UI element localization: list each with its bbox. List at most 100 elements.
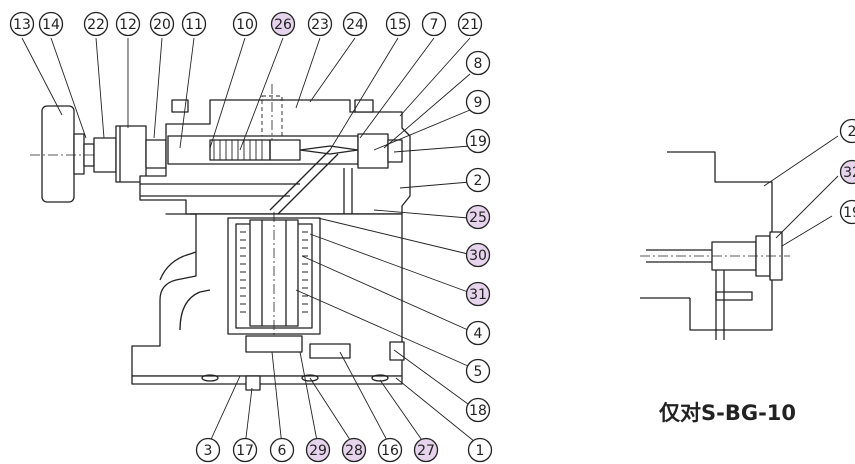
- callout-c28: 28: [341, 437, 367, 463]
- callout-number: 14: [42, 17, 60, 33]
- callout-circle: [465, 320, 491, 346]
- callout-circle: [232, 11, 258, 37]
- callout-number: 31: [469, 287, 487, 303]
- callout-layer: 13 14 22 1 2 20 11 10 26 23 24 15 7 21 8 9 19 2 25 30 31 4 5 18…: [9, 11, 855, 463]
- callout-number: 29: [309, 443, 327, 459]
- callout-circle: [9, 11, 35, 37]
- callout-circle: [269, 437, 295, 463]
- callout-number: 22: [87, 17, 105, 33]
- callout-number: 15: [389, 17, 407, 33]
- callout-circle: [465, 50, 491, 76]
- lower-housing: [131, 212, 405, 391]
- callout-circle: [465, 204, 491, 230]
- callout-c20: 20: [149, 11, 175, 37]
- callout-circle: [305, 437, 331, 463]
- callout-circle: [83, 11, 109, 37]
- callout-circle: [307, 11, 333, 37]
- detail-view-drawing: [640, 151, 790, 340]
- callout-number: 2: [474, 173, 483, 189]
- callout-c19: 19: [465, 128, 491, 154]
- callout-d2: 2: [839, 118, 855, 144]
- callout-circle: [457, 11, 483, 37]
- callout-c6: 6: [269, 437, 295, 463]
- callout-number: 6: [278, 443, 287, 459]
- callout-c23: 23: [307, 11, 333, 37]
- callout-number: 24: [346, 17, 364, 33]
- adjusting-screw: [93, 125, 167, 183]
- callout-c24: 24: [342, 11, 368, 37]
- callout-d19: 19: [839, 199, 855, 225]
- callout-circle: [195, 437, 221, 463]
- callout-circle: [465, 358, 491, 384]
- callout-number: 5: [474, 364, 483, 380]
- callout-c26: 26: [270, 11, 296, 37]
- callout-c22: 22: [83, 11, 109, 37]
- callout-number: 30: [469, 248, 487, 264]
- callout-c2: 2: [465, 167, 491, 193]
- callout-circle: [232, 437, 258, 463]
- callout-number: 9: [474, 95, 483, 111]
- callout-number: 17: [236, 443, 254, 459]
- leader-lines: [21, 37, 839, 447]
- callout-number: 1: [476, 443, 485, 459]
- callout-d32: 32: [839, 159, 855, 185]
- callout-number: 23: [311, 17, 329, 33]
- callout-circle: [149, 11, 175, 37]
- main-valve-drawing: [30, 84, 411, 391]
- callout-number: 32: [843, 165, 855, 181]
- callout-c18: 18: [465, 397, 491, 423]
- callout-circle: [181, 11, 207, 37]
- callout-number: 20: [153, 17, 171, 33]
- callout-circle: [341, 437, 367, 463]
- callout-c10: 10: [232, 11, 258, 37]
- callout-c17: 17: [232, 437, 258, 463]
- callout-circle: [465, 167, 491, 193]
- callout-number: 4: [474, 326, 483, 342]
- upper-body: [139, 84, 411, 360]
- callout-c3: 3: [195, 437, 221, 463]
- callout-c31: 31: [465, 281, 491, 307]
- callout-circle: [377, 437, 403, 463]
- callout-number: 21: [461, 17, 479, 33]
- callout-c30: 30: [465, 242, 491, 268]
- callout-circle: [38, 11, 64, 37]
- callout-number: 27: [417, 443, 435, 459]
- callout-number: 19: [469, 134, 487, 150]
- callout-c7: 7: [421, 11, 447, 37]
- callout-number: 10: [236, 17, 254, 33]
- callout-c1: 1: [467, 437, 493, 463]
- callout-c13: 13: [9, 11, 35, 37]
- callout-number: 26: [274, 17, 292, 33]
- callout-number: 19: [843, 205, 855, 221]
- callout-circle: [270, 11, 296, 37]
- callout-circle: [465, 242, 491, 268]
- callout-c16: 16: [377, 437, 403, 463]
- callout-circle: [465, 128, 491, 154]
- callout-c5: 5: [465, 358, 491, 384]
- callout-number: 3: [204, 443, 213, 459]
- callout-circle: [465, 89, 491, 115]
- callout-c29: 29: [305, 437, 331, 463]
- callout-c25: 25: [465, 204, 491, 230]
- callout-number: 28: [345, 443, 363, 459]
- callout-circle: [342, 11, 368, 37]
- callout-circle: [465, 397, 491, 423]
- callout-c27: 27: [413, 437, 439, 463]
- callout-c4: 4: [465, 320, 491, 346]
- callout-circle: [421, 11, 447, 37]
- handwheel: [30, 105, 110, 203]
- detail-caption: 仅对S-BG-10: [658, 401, 796, 425]
- callout-number: 2: [848, 124, 855, 140]
- callout-c9: 9: [465, 89, 491, 115]
- callout-circle: [839, 118, 855, 144]
- callout-number: 18: [469, 403, 487, 419]
- callout-number: 13: [13, 17, 31, 33]
- callout-number: 16: [381, 443, 399, 459]
- callout-circle: [839, 199, 855, 225]
- callout-circle: [839, 159, 855, 185]
- callout-c11: 11: [181, 11, 207, 37]
- callout-c8: 8: [465, 50, 491, 76]
- callout-circle: [467, 437, 493, 463]
